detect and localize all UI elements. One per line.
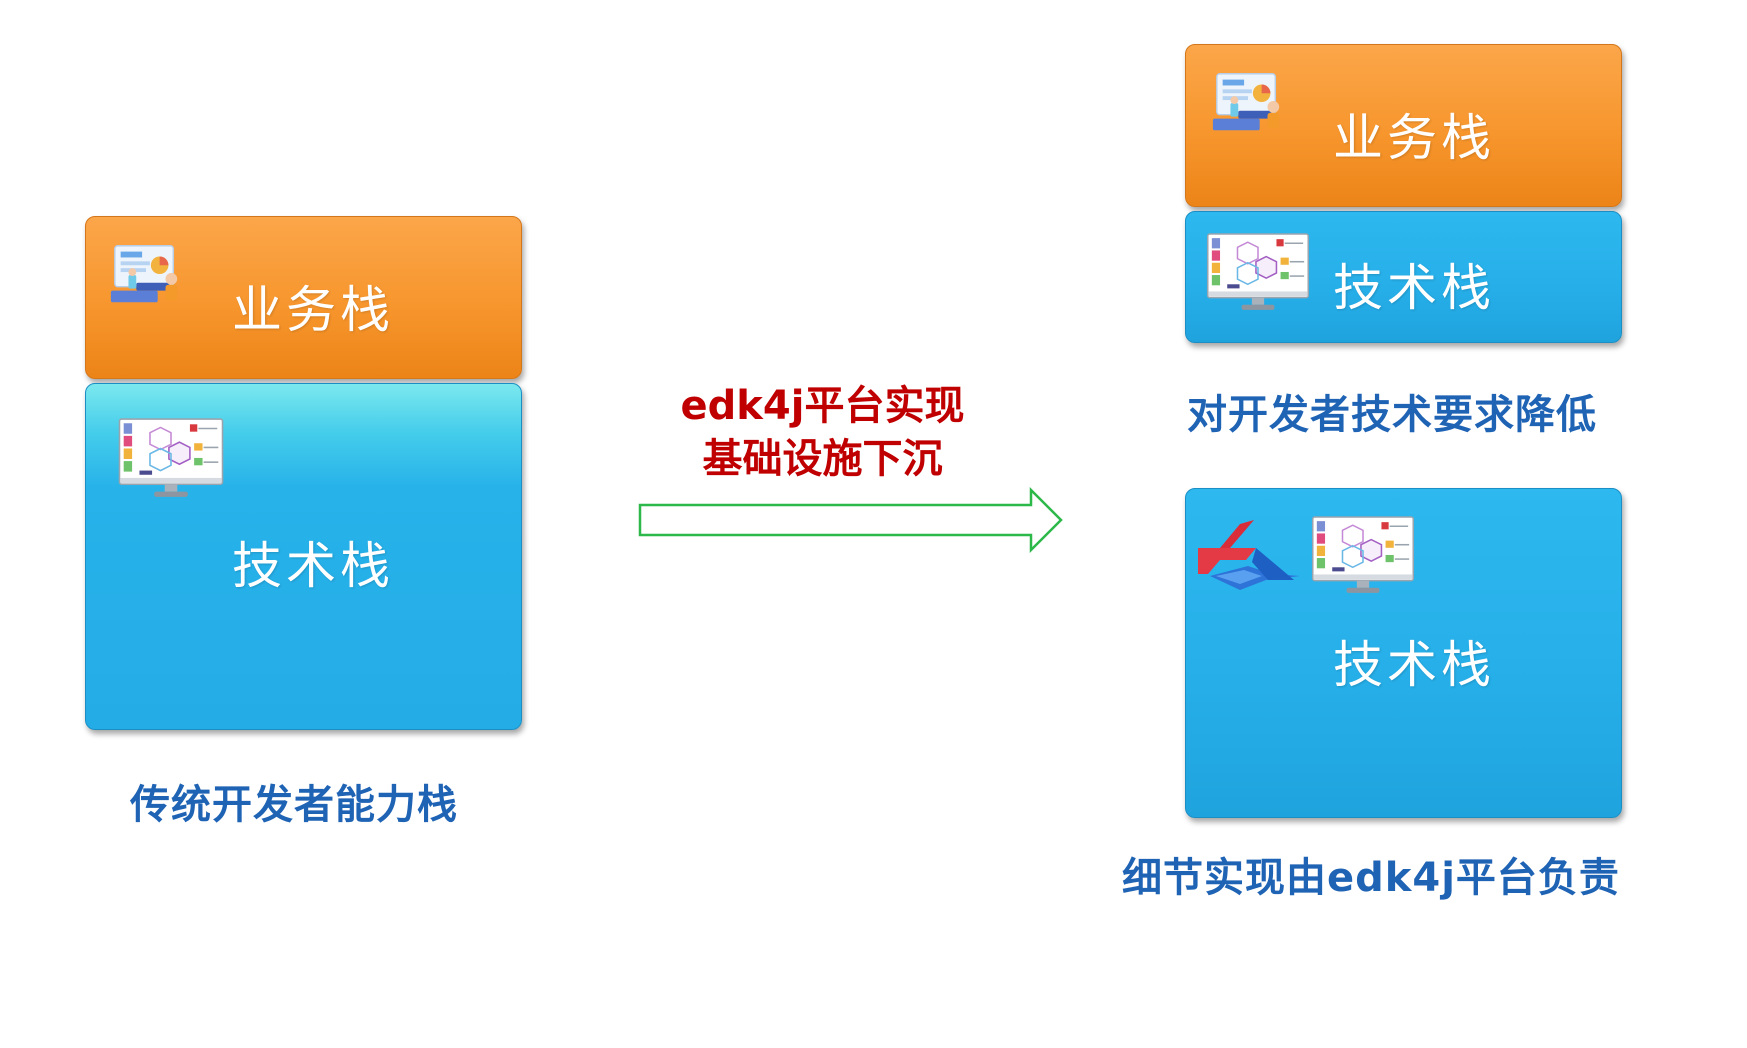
web-design-monitor-icon xyxy=(1206,233,1310,313)
transition-text: edk4j平台实现 基础设施下沉 xyxy=(670,380,975,486)
web-design-monitor-icon xyxy=(118,418,224,500)
right-top-caption: 对开发者技术要求降低 xyxy=(1187,392,1597,438)
right-platform-tech-label: 技术栈 xyxy=(1333,636,1495,694)
left-business-stack xyxy=(85,216,522,379)
right-arrow-icon xyxy=(638,486,1063,554)
business-illustration-icon xyxy=(107,236,185,314)
transition-line-2: 基础设施下沉 xyxy=(702,436,943,482)
left-tech-label: 技术栈 xyxy=(232,537,394,595)
business-illustration-icon xyxy=(1209,64,1287,142)
left-business-label: 业务栈 xyxy=(232,281,394,339)
right-bottom-caption: 细节实现由edk4j平台负责 xyxy=(1122,855,1620,901)
right-tech-label: 技术栈 xyxy=(1333,259,1495,317)
web-design-monitor-icon xyxy=(1311,516,1415,596)
transition-line-1: edk4j平台实现 xyxy=(680,383,965,429)
right-business-label: 业务栈 xyxy=(1333,109,1495,167)
left-caption: 传统开发者能力栈 xyxy=(130,782,458,828)
edk4j-logo-icon xyxy=(1198,520,1300,590)
